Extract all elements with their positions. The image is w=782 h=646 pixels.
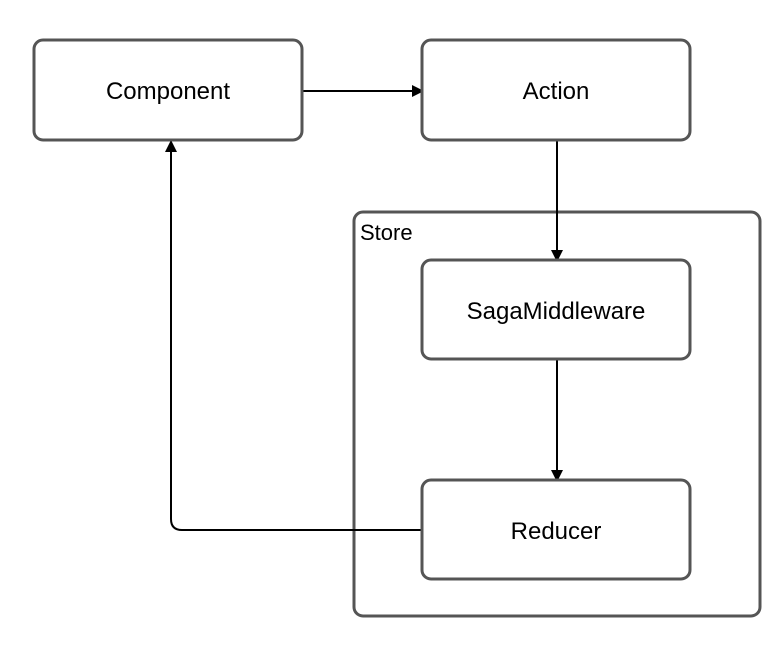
store-label: Store	[360, 220, 413, 245]
saga-middleware-label: SagaMiddleware	[467, 298, 646, 325]
edges	[165, 85, 563, 531]
node-reducer: Reducer	[420, 478, 692, 581]
component-label: Component	[106, 78, 230, 105]
component-box	[32, 38, 304, 142]
action-label: Action	[523, 78, 590, 105]
node-saga-middleware: SagaMiddleware	[420, 258, 692, 361]
reducer-label: Reducer	[511, 518, 602, 545]
action-box	[420, 38, 692, 142]
saga-middleware-box	[420, 258, 692, 361]
node-component: Component	[32, 38, 304, 142]
node-action: Action	[420, 38, 692, 142]
reducer-box	[420, 478, 692, 581]
edge-reducer-to-component	[165, 140, 422, 531]
